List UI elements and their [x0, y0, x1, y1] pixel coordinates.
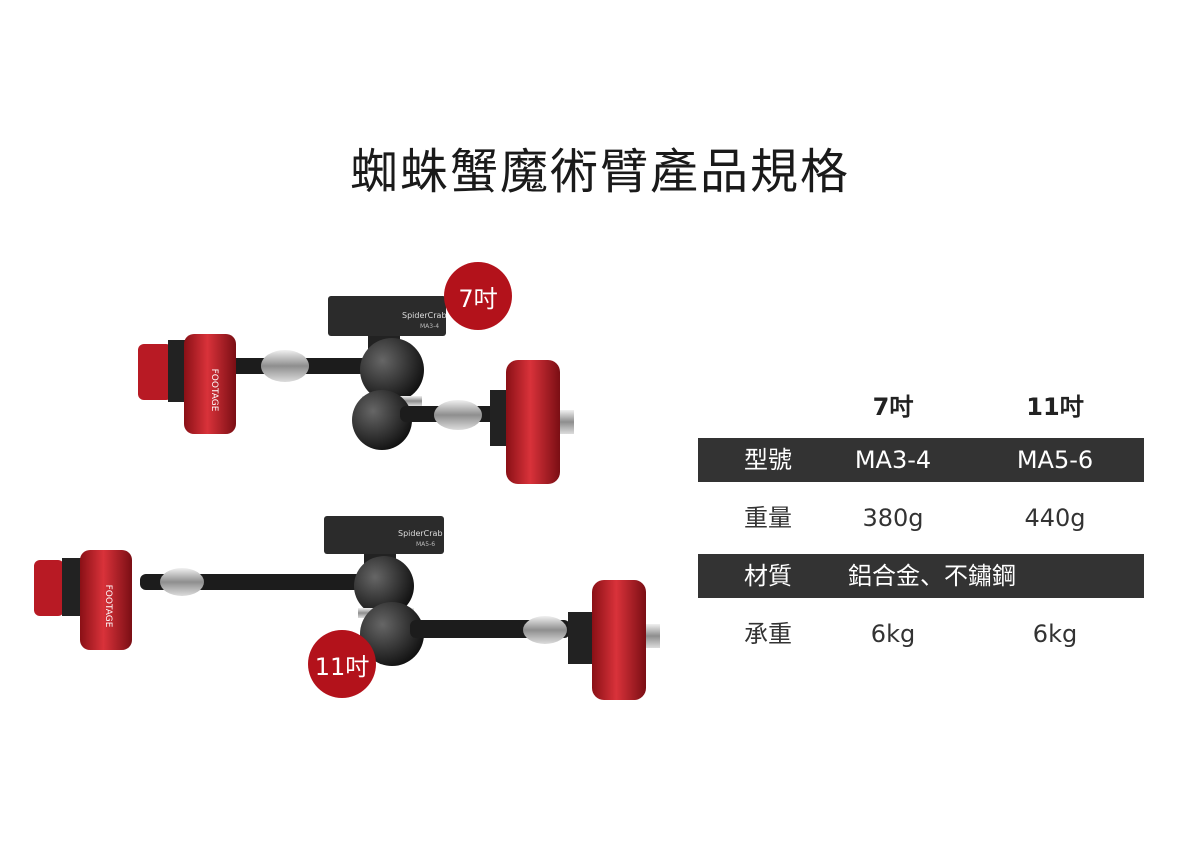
magic-arm-illustration: SpiderCrab MA3-4 FOOTAGE SpiderCrab MA5-… [34, 296, 660, 700]
arm-11-clamp-right [592, 580, 646, 700]
spec-label-material: 材質 [744, 562, 792, 590]
arm-11-screw [646, 624, 660, 648]
spec-material-value: 鋁合金、不鏽鋼 [848, 562, 1016, 590]
arm-11-brand: SpiderCrab [398, 529, 443, 538]
spec-label-weight: 重量 [744, 504, 792, 532]
arm-7-clamp-brand: FOOTAGE [209, 369, 219, 412]
arm-7-ball-bottom [352, 390, 412, 450]
arm-11-clamp-brand: FOOTAGE [103, 585, 113, 628]
arm-7-clamp-right [506, 360, 560, 484]
arm-7-inch: SpiderCrab MA3-4 FOOTAGE [138, 296, 574, 484]
spec-model-7: MA3-4 [854, 446, 932, 474]
spec-row-model: 型號 MA3-4 MA5-6 [698, 438, 1144, 482]
product-photo: SpiderCrab MA3-4 FOOTAGE SpiderCrab MA5-… [0, 240, 700, 720]
arm-7-clamp-left [184, 334, 236, 434]
arm-7-knob [328, 296, 446, 336]
arm-11-joint-right [523, 616, 567, 644]
arm-7-model: MA3-4 [420, 323, 439, 330]
arm-7-joint-left [261, 350, 309, 382]
spec-header-row: 7吋 11吋 [698, 388, 1144, 426]
spec-weight-11: 440g [1024, 504, 1086, 532]
arm-11-clamp-left [80, 550, 132, 650]
spec-row-material: 材質 鋁合金、不鏽鋼 [698, 554, 1144, 598]
spec-label-model: 型號 [744, 446, 792, 474]
spec-row-load: 承重 6kg 6kg [698, 612, 1144, 656]
spec-load-11: 6kg [1032, 620, 1078, 648]
column-7-inch: 7吋 [872, 393, 914, 421]
spec-load-7: 6kg [870, 620, 916, 648]
spec-label-load: 承重 [744, 620, 792, 648]
arm-7-screw [560, 410, 574, 434]
column-11-inch: 11吋 [1026, 393, 1084, 421]
arm-11-knob [324, 516, 444, 554]
arm-11-model: MA5-6 [416, 541, 435, 548]
arm-7-lock-knob [138, 344, 172, 400]
arm-11-joint-left [160, 568, 204, 596]
arm-11-ball-bottom [360, 602, 424, 666]
spec-weight-7: 380g [862, 504, 924, 532]
badge-7-inch: 7吋 [444, 262, 512, 330]
spec-row-weight: 重量 380g 440g [698, 496, 1144, 540]
arm-11-lock-knob [34, 560, 64, 616]
page-title: 蜘蛛蟹魔術臂產品規格 [349, 144, 850, 201]
badge-11-inch: 11吋 [308, 630, 376, 698]
arm-7-brand: SpiderCrab [402, 311, 447, 320]
spec-model-11: MA5-6 [1016, 446, 1094, 474]
arm-11-inch: SpiderCrab MA5-6 FOOTAGE [34, 516, 660, 700]
arm-7-ball-top [360, 338, 424, 402]
spec-table: 7吋 11吋 型號 MA3-4 MA5-6 重量 380g 440g 材質 鋁合… [698, 388, 1144, 656]
arm-7-joint-right [434, 400, 482, 430]
arm-11-ball-top [354, 556, 414, 616]
